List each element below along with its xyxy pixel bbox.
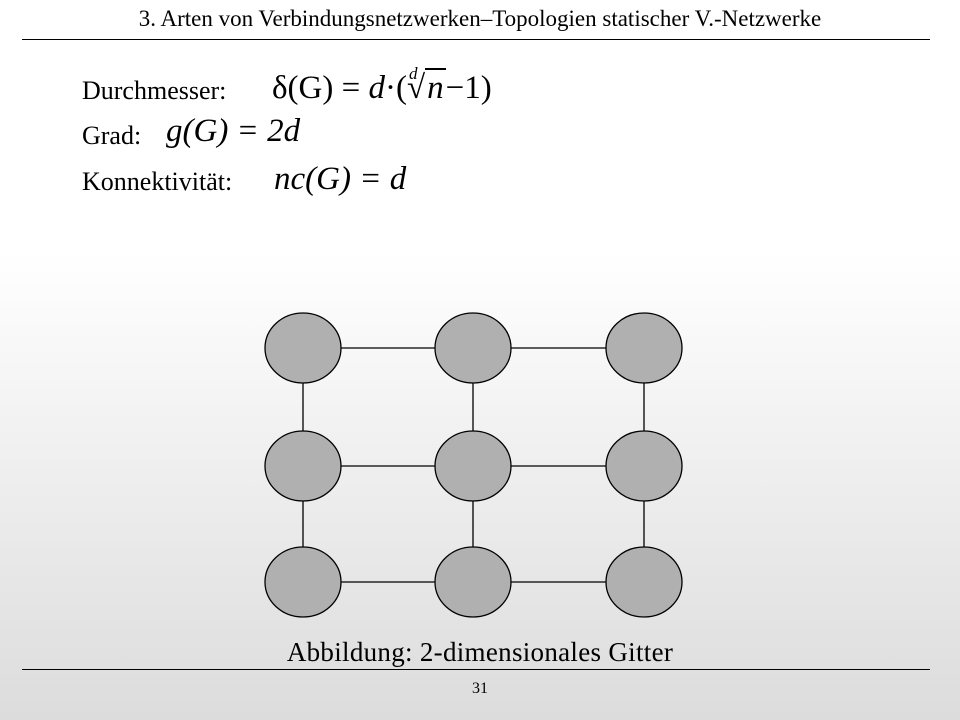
root-sign-icon: √	[406, 70, 426, 106]
diameter-formula-lhs: δ(G) =	[272, 70, 369, 106]
grid-node-0-1	[434, 312, 512, 384]
grid-node-1-1	[434, 430, 512, 502]
grid-node-0-0	[264, 312, 342, 384]
degree-formula: g(G) = 2d	[166, 113, 301, 149]
footer-divider	[22, 669, 930, 670]
root-index: d	[408, 64, 418, 83]
diameter-formula-open: (	[395, 70, 407, 106]
property-diameter: Durchmesser:	[82, 76, 226, 106]
page-number: 31	[472, 680, 488, 697]
diameter-formula-tail: −1)	[445, 70, 492, 106]
connectivity-label: Konnektivität:	[82, 167, 233, 196]
diameter-formula-d: d	[368, 70, 385, 106]
diameter-formula-dot: ·	[384, 70, 396, 106]
diameter-formula: δ(G) = d·(d√n−1)	[272, 64, 492, 107]
title-divider	[22, 39, 930, 40]
property-degree: Grad:	[82, 121, 141, 151]
grid-node-2-0	[264, 546, 342, 618]
diameter-label: Durchmesser:	[82, 76, 227, 105]
figure-caption: Abbildung: 2-dimensionales Gitter	[286, 637, 674, 667]
grid-node-1-2	[605, 430, 683, 502]
slide-title: 3. Arten von Verbindungsnetzwerken–Topol…	[138, 6, 822, 31]
grid-node-2-1	[434, 546, 512, 618]
root-radicand: n	[425, 68, 446, 106]
degree-label: Grad:	[82, 121, 142, 150]
connectivity-formula: nc(G) = d	[274, 161, 407, 197]
diameter-root: d√n	[406, 64, 446, 107]
grid-node-2-2	[605, 546, 683, 618]
grid-nodes	[264, 312, 683, 618]
grid-node-0-2	[605, 312, 683, 384]
grid-node-1-0	[264, 430, 342, 502]
property-connectivity: Konnektivität:	[82, 167, 232, 197]
